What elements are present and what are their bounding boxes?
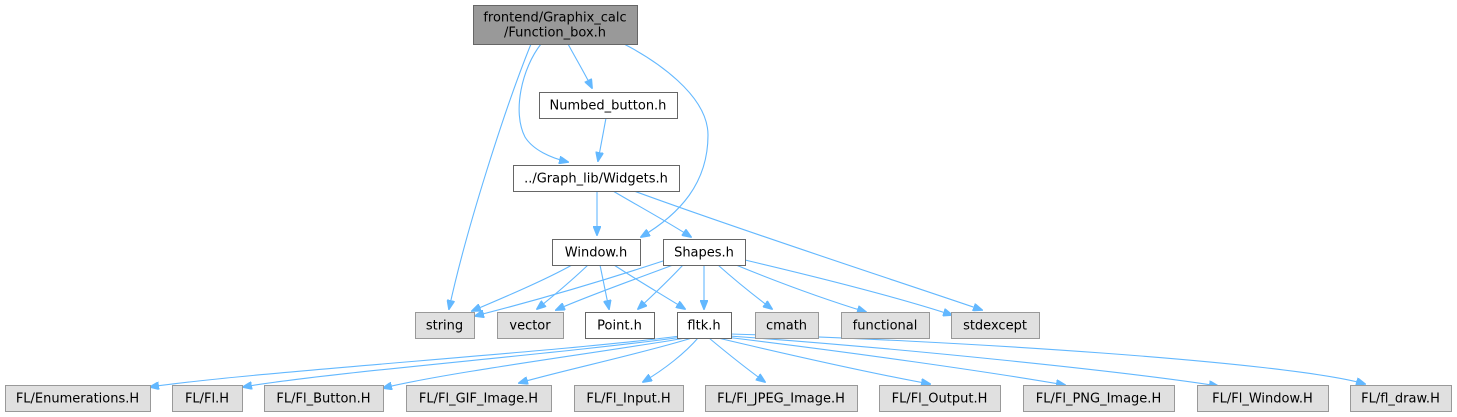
node-box: [585, 312, 655, 339]
node-box: [513, 165, 680, 192]
node-fltk[interactable]: fltk.h: [677, 312, 732, 339]
node-fl-input[interactable]: FL/Fl_Input.H: [574, 385, 684, 412]
edge-widgets-to-shapes: [612, 190, 691, 237]
node-label: FL/Fl_JPEG_Image.H: [717, 392, 845, 407]
node-label: FL/Fl_Output.H: [892, 392, 988, 407]
edge-shapes-to-cmath: [717, 264, 772, 309]
node-box: [5, 385, 151, 412]
node-box: [415, 312, 475, 339]
edge-shapes-to-vector: [556, 264, 674, 310]
nodes-layer: frontend/Graphix_calc/Function_box.hNumb…: [5, 5, 1452, 412]
node-fl-jpeg[interactable]: FL/Fl_JPEG_Image.H: [705, 385, 858, 412]
node-label: FL/Fl_Window.H: [1212, 392, 1313, 407]
node-box: [879, 385, 1001, 412]
edge-shapes-to-stdexcept: [744, 259, 952, 315]
edge-widgets-to-stdexcept: [633, 190, 982, 310]
node-function-box[interactable]: frontend/Graphix_calc/Function_box.h: [473, 5, 638, 45]
node-box: [497, 312, 564, 339]
node-fl-draw[interactable]: FL/fl_draw.H: [1350, 385, 1452, 412]
node-label: Shapes.h: [674, 246, 734, 261]
node-box: [473, 5, 638, 45]
edge-function-box-to-numbed-button: [567, 43, 592, 88]
edge-fltk-to-fl-draw: [729, 333, 1365, 384]
node-fl-png[interactable]: FL/Fl_PNG_Image.H: [1023, 385, 1175, 412]
node-box: [705, 385, 858, 412]
node-box: [1023, 385, 1175, 412]
node-box: [406, 385, 552, 412]
node-string[interactable]: string: [415, 312, 475, 339]
node-box: [552, 239, 641, 266]
node-label: FL/Fl.H: [185, 392, 229, 407]
node-box: [677, 312, 732, 339]
node-label: stdexcept: [963, 319, 1027, 334]
node-label: Point.h: [597, 319, 642, 334]
node-fl-fl[interactable]: FL/Fl.H: [172, 385, 243, 412]
edge-fltk-to-fl-output: [717, 337, 930, 384]
node-vector[interactable]: vector: [497, 312, 564, 339]
node-label: functional: [853, 319, 918, 334]
edge-window-to-vector: [537, 264, 589, 309]
edge-fltk-to-fl-enumerations: [150, 335, 681, 387]
node-widgets[interactable]: ../Graph_lib/Widgets.h: [513, 165, 680, 192]
node-box: [539, 92, 678, 119]
node-fl-gif[interactable]: FL/Fl_GIF_Image.H: [406, 385, 552, 412]
node-label: fltk.h: [687, 319, 720, 334]
edge-fltk-to-fl-window: [728, 335, 1218, 386]
edge-function-box-to-widgets: [518, 43, 568, 162]
node-numbed-button[interactable]: Numbed_button.h: [539, 92, 678, 119]
node-box: [264, 385, 384, 412]
node-label: Numbed_button.h: [550, 99, 667, 114]
edge-window-to-point: [599, 264, 609, 309]
edge-shapes-to-string: [475, 260, 664, 316]
node-label: FL/Fl_Input.H: [586, 392, 670, 407]
node-label: FL/Fl_GIF_Image.H: [419, 392, 538, 407]
node-shapes[interactable]: Shapes.h: [663, 239, 746, 266]
node-label: frontend/Graphix_calc: [483, 11, 626, 26]
node-box: [663, 239, 746, 266]
edge-fltk-to-fl-input: [643, 337, 699, 382]
edge-shapes-to-point: [638, 264, 684, 309]
edge-shapes-to-functional: [735, 264, 866, 312]
node-stdexcept[interactable]: stdexcept: [951, 312, 1040, 339]
edge-fltk-to-fl-fl: [243, 336, 684, 387]
node-fl-output[interactable]: FL/Fl_Output.H: [879, 385, 1001, 412]
node-box: [1197, 385, 1329, 412]
edge-fltk-to-fl-gif: [519, 337, 693, 383]
node-fl-window[interactable]: FL/Fl_Window.H: [1197, 385, 1329, 412]
node-point[interactable]: Point.h: [585, 312, 655, 339]
node-functional[interactable]: functional: [841, 312, 930, 339]
node-label: FL/Fl_PNG_Image.H: [1036, 392, 1161, 407]
edge-function-box-to-window: [623, 43, 709, 237]
node-label: ../Graph_lib/Widgets.h: [524, 172, 668, 187]
node-box: [172, 385, 243, 412]
node-label: string: [426, 319, 463, 334]
node-box: [574, 385, 684, 412]
edge-window-to-string: [472, 264, 573, 311]
node-label: /Function_box.h: [504, 26, 606, 41]
edge-window-to-fltk: [613, 264, 685, 309]
edge-fltk-to-fl-jpeg: [708, 337, 765, 382]
edge-numbed-button-to-widgets: [598, 117, 607, 161]
edge-fltk-to-fl-button: [383, 337, 687, 388]
node-label: Window.h: [565, 246, 627, 261]
edge-function-box-to-string: [449, 43, 532, 309]
node-box: [1350, 385, 1452, 412]
edge-fltk-to-fl-png: [724, 336, 1065, 385]
node-label: FL/Fl_Button.H: [276, 392, 370, 407]
node-box: [841, 312, 930, 339]
node-label: cmath: [766, 319, 807, 334]
node-window[interactable]: Window.h: [552, 239, 641, 266]
node-box: [951, 312, 1040, 339]
node-fl-enumerations[interactable]: FL/Enumerations.H: [5, 385, 151, 412]
node-label: FL/Enumerations.H: [16, 392, 139, 407]
node-fl-button[interactable]: FL/Fl_Button.H: [264, 385, 384, 412]
node-cmath[interactable]: cmath: [755, 312, 819, 339]
node-label: vector: [509, 319, 551, 334]
node-label: FL/fl_draw.H: [1361, 392, 1440, 407]
edges-layer: [150, 43, 1365, 388]
node-box: [755, 312, 819, 339]
